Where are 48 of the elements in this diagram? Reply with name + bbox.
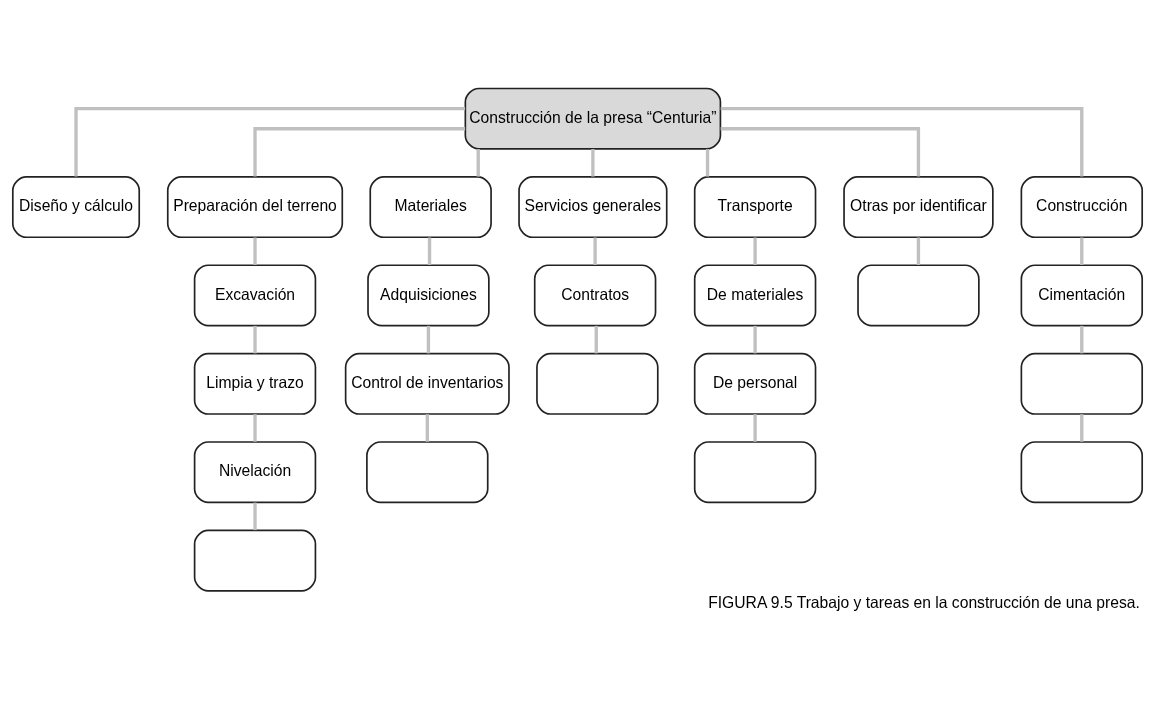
connector [253, 414, 257, 442]
connector [427, 237, 432, 265]
node-box [536, 352, 659, 415]
connector [720, 106, 1084, 177]
connector [594, 325, 598, 354]
connector [426, 325, 431, 354]
connector [253, 127, 466, 177]
connector [253, 502, 257, 531]
node-box: Preparación del terreno [166, 176, 344, 239]
connector [74, 106, 466, 177]
connector [425, 414, 429, 442]
connector [591, 149, 595, 177]
node-box: Construcción de la presa “Centuria” [464, 87, 722, 150]
node-box: De personal [693, 352, 817, 415]
connector [1080, 414, 1084, 442]
node-box: Nivelación [193, 441, 317, 504]
connector [705, 149, 710, 177]
connector [720, 127, 921, 177]
node-box: Diseño y cálculo [11, 176, 141, 239]
node-box [1020, 441, 1144, 504]
node-box [193, 529, 317, 592]
connector [916, 237, 921, 265]
connector [753, 237, 757, 265]
connector [1080, 325, 1084, 354]
node-box: Control de inventarios [344, 352, 510, 415]
node-box: De materiales [693, 264, 817, 327]
caption: FIGURA 9.5 Trabajo y tareas en la construcción de una presa. [708, 593, 1140, 611]
node-box [693, 441, 817, 504]
connector [476, 149, 480, 177]
node-box: Otras por identificar [843, 176, 994, 239]
node-box [366, 441, 489, 504]
node-box: Materiales [369, 176, 492, 239]
node-box: Construcción [1020, 176, 1144, 239]
connector [253, 325, 257, 354]
connector [593, 237, 597, 265]
node-box: Transporte [693, 176, 817, 239]
node-box: Contratos [533, 264, 657, 327]
node-box [1020, 352, 1144, 415]
node-box: Limpia y trazo [193, 352, 317, 415]
node-box: Excavación [193, 264, 317, 327]
node-box: Adquisiciones [367, 264, 490, 327]
node-box: Cimentación [1020, 264, 1144, 327]
node-box [857, 264, 980, 327]
node-box: Servicios generales [518, 176, 668, 239]
connector [753, 325, 757, 354]
connector [1080, 237, 1084, 265]
connector [253, 237, 257, 265]
connector [753, 414, 757, 442]
